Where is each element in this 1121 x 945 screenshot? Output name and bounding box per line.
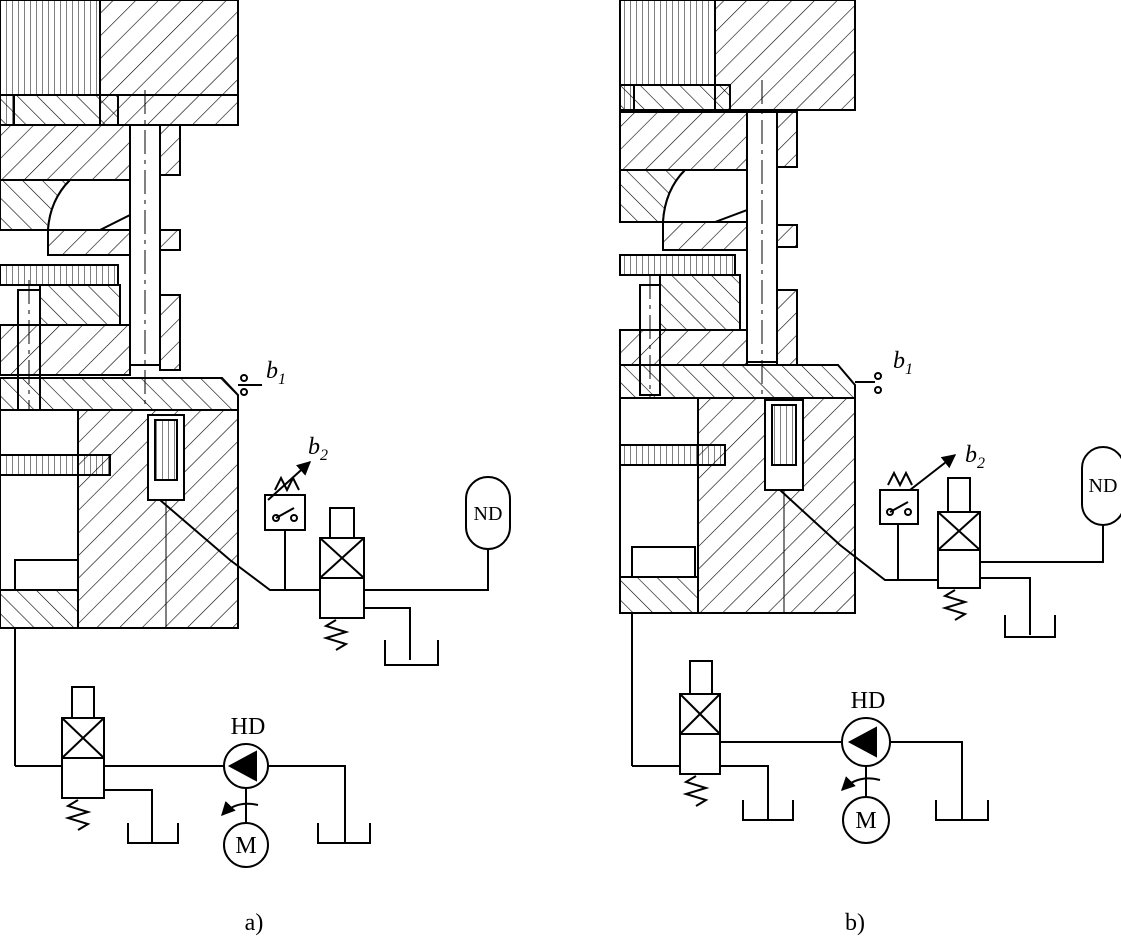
panel-a-caption: a) <box>245 910 264 936</box>
switch-b2-label: b2 <box>308 434 328 464</box>
accumulator-nd-label: ND <box>474 503 503 525</box>
panel-b <box>619 0 1121 844</box>
switch-b2-label: b2 <box>965 442 985 472</box>
switch-b1-label: b1 <box>893 348 913 378</box>
panel-b-labels: b1 b2 ND HD M b) <box>845 348 1117 936</box>
motor-label: M <box>235 833 256 859</box>
switch-b1-label: b1 <box>266 358 286 388</box>
panel-a-labels: b1 b2 ND HD M a) <box>231 358 503 936</box>
motor-label: M <box>855 808 876 834</box>
accumulator-nd-label: ND <box>1089 475 1118 497</box>
panel-a <box>0 0 511 868</box>
pump-hd-label: HD <box>851 688 886 714</box>
pump-hd-label: HD <box>231 714 266 740</box>
panel-b-caption: b) <box>845 910 865 936</box>
